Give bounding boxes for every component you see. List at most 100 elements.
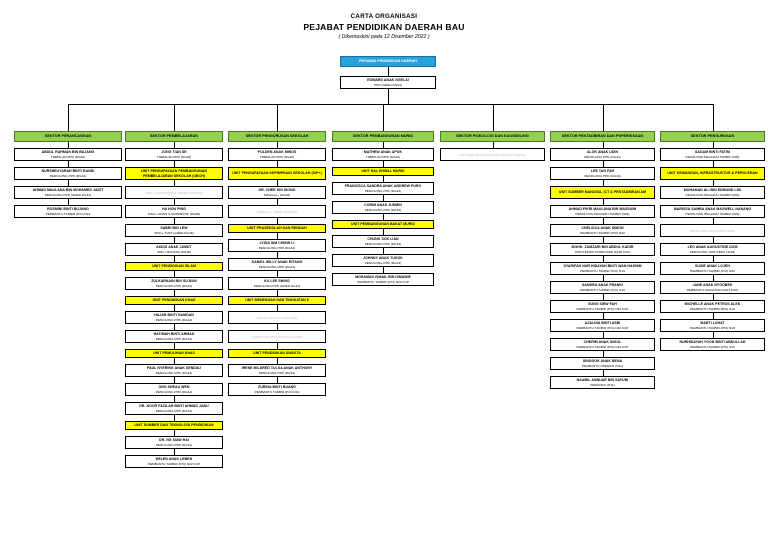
person-name: LEE TAN FAH: [590, 169, 615, 174]
connector-line-vertical: [277, 271, 278, 277]
unit-box-pembangunan-murid-4[interactable]: UNIT PEMBANGUNAN BAKAT MURID: [332, 220, 434, 229]
org-node-post: SISC+ SAINS SOSIAL (GRED DG48/52): [145, 190, 203, 195]
unit-box-pembangunan-murid-1[interactable]: UNIT HAL EHWAL MURID: [332, 167, 434, 176]
connector-line-vertical: [712, 275, 714, 281]
sector-box-psikologi[interactable]: SEKTOR PSIKOLOGI DAN KAUNSELING: [440, 131, 545, 142]
unit-label: UNIT PENGUPAYAAN PEMBANGUNAN PEMBELAJARA…: [141, 169, 207, 178]
person-box-pengurusan-sekolah-3[interactable]: SIPartner+ (GRED DG52/54): [228, 205, 326, 218]
org-node-post: PENOLONG PPD (DG44): [364, 207, 402, 212]
person-box-pengurusan-sekolah-9[interactable]: PENOLONG PPD (DG44/48): [228, 311, 326, 324]
unit-box-pentadbiran-2[interactable]: UNIT SUMBER MANUSIA, ICT & PENTADBIRAN A…: [550, 186, 655, 199]
top-title-box[interactable]: PEGAWAI PENDIDIKAN DAERAH: [340, 56, 436, 67]
sector-box-pembelajaran[interactable]: SEKTOR PEMBELAJARAN: [125, 131, 223, 142]
person-name: IRENE MILDRED TULSA ANAK ANTHONY: [241, 366, 313, 371]
sector-box-pengurusan[interactable]: SEKTOR PENGURUSAN: [660, 131, 765, 142]
connector-line-vertical: [277, 343, 278, 349]
unit-box-pembelajaran-1[interactable]: UNIT PENGUPAYAAN PEMBANGUNAN PEMBELAJARA…: [125, 167, 223, 180]
org-node-post: PENOLONG PPD (DG44): [155, 389, 193, 394]
org-node-post: TIMBALAN PPD (DG48): [156, 154, 192, 159]
unit-box-pengurusan-sekolah-8[interactable]: UNIT MENENGAH DAN TINGKATAN 6: [228, 296, 326, 305]
person-box-pengurusan-sekolah-10[interactable]: PENOLONG PPD (GRED DG44/48): [228, 330, 326, 343]
unit-box-pengurusan-sekolah-11[interactable]: UNIT PENDIDIKAN SWASTA: [228, 349, 326, 358]
unit-box-pembelajaran-6[interactable]: UNIT PENDIDIKAN ISLAM: [125, 262, 223, 271]
chart-title-date: ( Dikemaskini pada 12 Disember 2022 ): [338, 34, 430, 40]
unit-box-pengurusan-1[interactable]: UNIT KEWANGAN, INFRASTRUKTUR & PEROLEHAN: [660, 167, 765, 180]
org-node-post: PEMBANTU TADBIR (P/O) N19: [580, 268, 625, 273]
person-name: MARTI LUHAT: [700, 321, 725, 326]
sector-box-perancangan[interactable]: SEKTOR PERANCANGAN: [14, 131, 122, 142]
person-name: DANIEL WILLY ANAK RITANG: [251, 260, 303, 265]
person-box-psikologi-0[interactable]: KAUNSELOR PENDIDIKAN DAERAH (DG44): [440, 148, 545, 161]
sector-box-pentadbiran[interactable]: SEKTOR PENTADBIRAN DAN PEPERIKSAAN: [550, 131, 655, 142]
unit-box-pengurusan-sekolah-4[interactable]: UNIT PRASEKOLAH DAN RENDAH: [228, 224, 326, 233]
unit-box-pembelajaran-15[interactable]: UNIT SUMBER DAN TEKNOLOGI PENDIDIKAN: [125, 421, 223, 430]
sector-box-pembangunan-murid[interactable]: SEKTOR PEMBANGUNAN MURID: [332, 131, 434, 142]
sector-box-pengurusan-sekolah[interactable]: SEKTOR PENGURUSAN SEKOLAH: [228, 131, 326, 142]
person-name: HATIMAH BINTI AHMAD: [153, 332, 195, 337]
connector-line-vertical: [174, 396, 175, 402]
connector-line-vertical: [602, 275, 604, 281]
org-node-post: SISC+ SAINS & MATEMATIK (DG48): [147, 211, 201, 216]
unit-box-pengurusan-sekolah-1[interactable]: UNIT PENGUPAYAAN KEPIMPINAN SEKOLAH (SIP…: [228, 167, 326, 180]
person-box-pembelajaran-2[interactable]: SISC+ SAINS SOSIAL (GRED DG48/52): [125, 186, 223, 199]
chart-title-line-1: CARTA ORGANISASI: [350, 13, 418, 20]
person-box-pengurusan-4[interactable]: PENOLONG AKAUNTAN (W29): [660, 224, 765, 237]
person-name: CORIM ANAK JUMIEN: [364, 203, 402, 208]
connector-line-vertical: [277, 233, 278, 239]
unit-box-pembelajaran-11[interactable]: UNIT PEMULIHAN KHAS: [125, 349, 223, 358]
person-name: AZALINA BINTI ASBI: [584, 321, 621, 326]
unit-box-pembelajaran-8[interactable]: UNIT PENDIDIKAN KHAS: [125, 296, 223, 305]
